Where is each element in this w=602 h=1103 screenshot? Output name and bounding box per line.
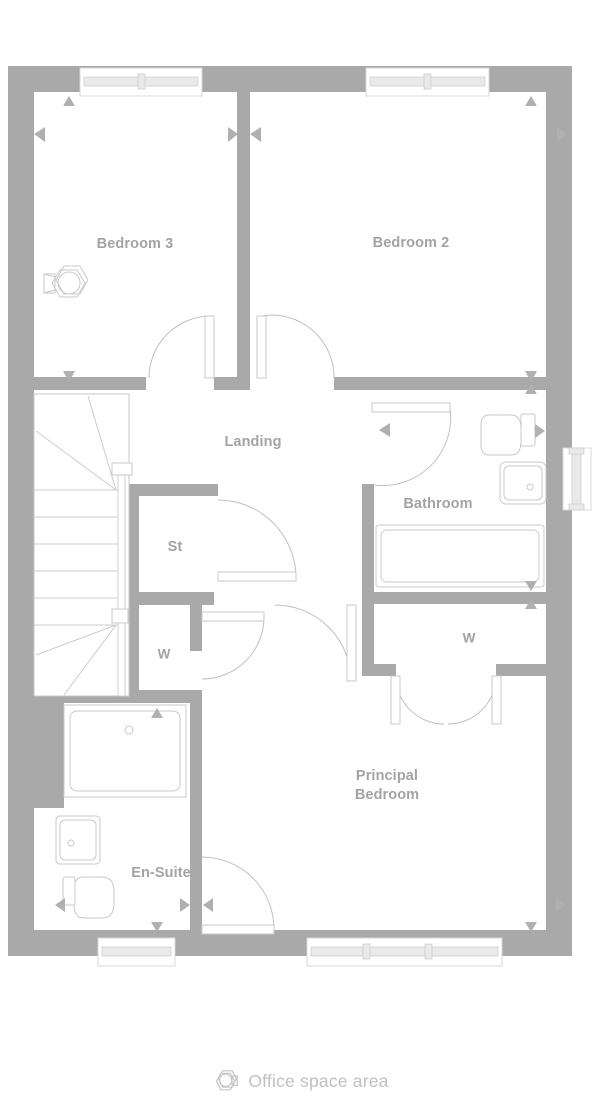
marker-principal-right [556,898,566,912]
dimension-markers [34,96,567,932]
wall-storage-left [127,484,139,592]
door-wardrobe-principal-left [390,675,445,725]
room-labels: Bedroom 3 Bedroom 2 Landing Bathroom St … [97,235,476,881]
wall-bedroom3-bottom [34,377,146,390]
door-wardrobe-landing [201,611,265,680]
room-label-landing: Landing [224,434,281,450]
marker-bathroom-left [379,423,390,437]
partition-bedroom-pier [211,66,239,92]
door-principal-bedroom [274,604,357,682]
room-label-bathroom: Bathroom [403,496,472,512]
room-label-en-suite: En-Suite [131,865,191,881]
wall-bedroom2-bottom [334,377,546,390]
door-bathroom [371,402,452,487]
door-bedroom-3 [148,315,215,379]
marker-bedroom3-bottom [63,371,75,382]
door-wardrobe-principal-right [447,675,502,725]
wall-wardrobe-landing-left [127,605,139,703]
wall-bedroom3-door-jamb [214,377,250,390]
window-bedroom-2 [365,67,490,97]
marker-bedroom2-right [557,127,567,142]
wall-bathroom-bottom [362,592,546,604]
wall-wardrobe-principal-bottom-right [496,664,546,676]
wall-wardrobe-principal-left [362,604,374,676]
marker-bathroom-top [525,384,537,394]
wall-ensuite-right [190,703,202,930]
window-bedroom-3 [79,67,203,97]
marker-bathroom-right [535,424,545,438]
marker-wardrobe-principal-top [525,599,537,609]
hexagon-logo-icon [216,1069,239,1090]
ensuite-basin [55,815,101,865]
door-bedroom-2 [256,314,335,379]
marker-ensuite-shower-top [151,708,163,718]
marker-principal-left [203,898,213,912]
wall-storage-bottom [127,592,214,605]
wall-ensuite-shower-left [34,703,64,808]
window-bathroom [562,447,592,511]
footer-branding: Office space area [0,1060,602,1103]
marker-ensuite-bottom [151,922,163,932]
room-label-principal-bedroom-line1: Principal [356,768,418,784]
room-label-principal-bedroom-line2: Bedroom [355,787,419,803]
ensuite-fixtures [55,704,187,919]
room-label-bedroom-3: Bedroom 3 [97,236,174,252]
marker-bedroom2-top [525,96,537,106]
wall-wardrobe-landing-right [190,605,202,651]
partition-bedrooms [237,92,250,390]
door-en-suite [201,856,275,935]
marker-ensuite-right [180,898,190,912]
marker-bedroom3-right [228,127,238,142]
bathroom-bath [375,524,545,588]
marker-bedroom2-left [250,127,261,142]
marker-bedroom3-top [63,96,75,106]
watermark-hexagon-logo-icon [43,265,89,298]
room-label-wardrobe-principal: W [463,631,476,646]
ensuite-shower [63,704,187,798]
room-label-storage: St [168,539,183,555]
window-principal-bedroom [306,937,503,967]
room-label-bedroom-2: Bedroom 2 [373,235,450,251]
marker-ensuite-left [55,898,65,912]
doors-group [148,314,502,935]
marker-bedroom3-left [34,127,45,142]
wall-bathroom-left [362,484,374,592]
bathroom-basin [499,461,547,505]
windows-group [79,67,592,967]
walls-group [8,66,572,956]
window-en-suite [97,937,176,967]
wall-wardrobe-landing-bottom [127,690,202,703]
wall-wardrobe-principal-bottom-left [362,664,396,676]
bathroom-toilet [480,413,536,456]
ensuite-toilet [62,876,115,919]
room-label-wardrobe-landing: W [158,647,171,662]
wall-storage-top [127,484,218,496]
staircase [33,393,133,697]
footer-logo-text: Office space area [248,1071,389,1091]
marker-bedroom2-bottom [525,371,537,382]
marker-bathroom-bottom [525,581,537,591]
door-storage [217,499,297,582]
bathroom-fixtures [375,413,547,588]
marker-principal-bottom [525,922,537,932]
